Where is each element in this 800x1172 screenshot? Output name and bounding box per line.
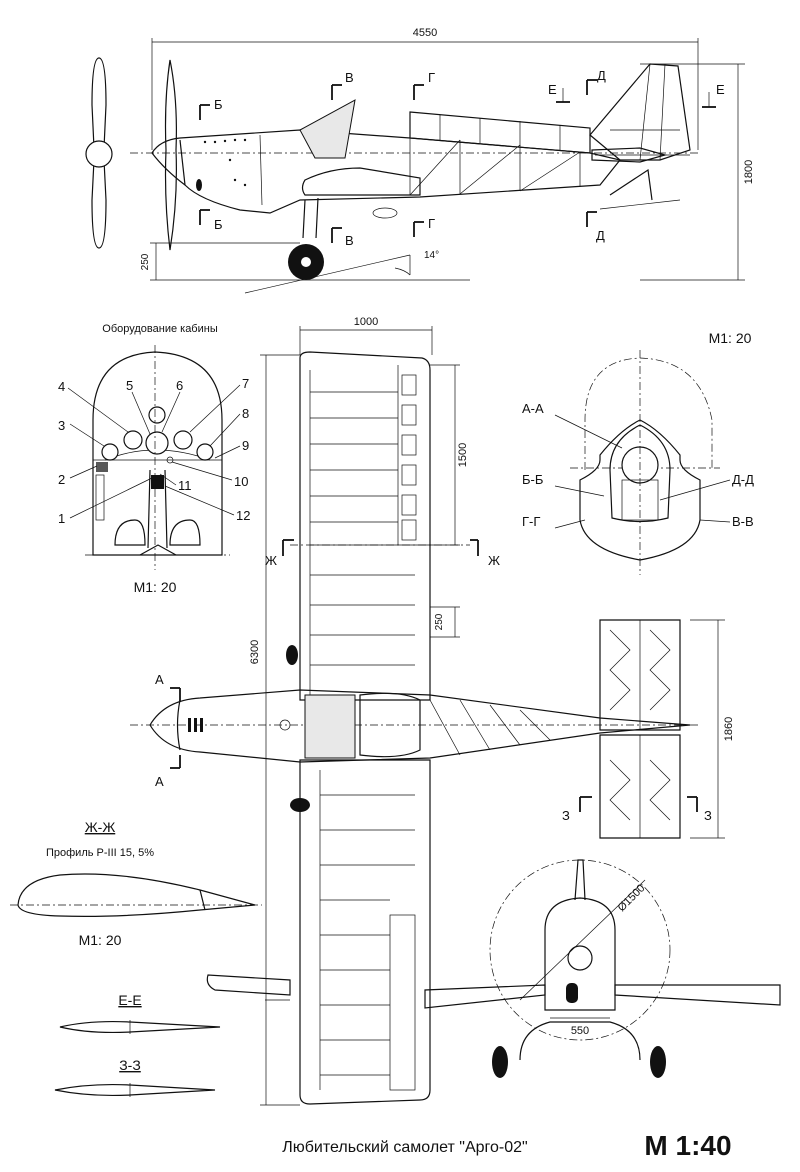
sec-zh-right: Ж bbox=[488, 553, 500, 568]
wing-profile: Ж-Ж Профиль Р-III 15, 5% М1: 20 Е-Е З-З bbox=[10, 819, 262, 1097]
dim-prop: Ø1500 bbox=[616, 882, 648, 914]
section-zz-title: З-З bbox=[119, 1057, 141, 1073]
callout-3: 3 bbox=[58, 418, 65, 433]
sec-g-top: Г bbox=[428, 70, 435, 85]
sec-e-left: Е bbox=[548, 82, 557, 97]
cockpit-equipment: Оборудование кабины 1 2 3 4 5 6 7 8 9 10 bbox=[58, 323, 250, 595]
sections-view: М1: 20 А-А Б-Б Г-Г Д-Д В-В bbox=[522, 330, 754, 575]
cockpit-title: Оборудование кабины bbox=[102, 323, 218, 335]
sec-v-top: В bbox=[345, 70, 354, 85]
callout-8: 8 bbox=[242, 406, 249, 421]
dim-stab: 1860 bbox=[723, 717, 735, 741]
profile-scale: М1: 20 bbox=[79, 932, 122, 948]
dim-aileron: 1500 bbox=[457, 443, 469, 467]
side-view: 4550 1800 250 14° bbox=[85, 27, 755, 294]
callout-9: 9 bbox=[242, 438, 249, 453]
dim-rib: 250 bbox=[434, 613, 445, 630]
sec-g-bottom: Г bbox=[428, 216, 435, 231]
callout-6: 6 bbox=[176, 378, 183, 393]
cockpit-callouts: 1 2 3 4 5 6 7 8 9 10 11 12 bbox=[58, 376, 250, 526]
dim-chord: 1000 bbox=[354, 316, 378, 328]
propeller-front-icon bbox=[85, 57, 113, 249]
drawing-title: Любительский самолет "Арго-02" bbox=[282, 1139, 527, 1156]
sec-b-top: Б bbox=[214, 97, 223, 112]
sections-view-labels: А-А Б-Б Г-Г Д-Д В-В bbox=[522, 401, 754, 529]
dim-clearance: 250 bbox=[140, 253, 151, 270]
sec-zh-left: Ж bbox=[265, 553, 277, 568]
dim-wingspan: 6300 bbox=[249, 640, 261, 664]
sec-d-top: Д bbox=[597, 68, 606, 83]
dim-angle: 14° bbox=[424, 250, 439, 261]
callout-2: 2 bbox=[58, 472, 65, 487]
profile-title: Ж-Ж bbox=[85, 819, 116, 835]
sec-e-right: Е bbox=[716, 82, 725, 97]
sec-d-bottom: Д bbox=[596, 228, 605, 243]
sec-a-bottom: А bbox=[155, 774, 164, 789]
sec-a-top: А bbox=[155, 672, 164, 687]
callout-12: 12 bbox=[236, 508, 250, 523]
section-ee-title: Е-Е bbox=[118, 992, 141, 1008]
callout-5: 5 bbox=[126, 378, 133, 393]
dim-height: 1800 bbox=[743, 160, 755, 184]
dim-length: 4550 bbox=[413, 27, 437, 39]
sec-b-bottom: Б bbox=[214, 217, 223, 232]
sections-scale: М1: 20 bbox=[709, 330, 752, 346]
front-view: 550 Ø1500 bbox=[424, 859, 781, 1078]
profile-subtitle: Профиль Р-III 15, 5% bbox=[46, 847, 154, 859]
callout-7: 7 bbox=[242, 376, 249, 391]
callout-11: 11 bbox=[178, 478, 192, 493]
label-bb: Б-Б bbox=[522, 472, 543, 487]
sec-z-left: З bbox=[562, 808, 570, 823]
dim-track: 550 bbox=[571, 1025, 589, 1037]
label-vv: В-В bbox=[732, 514, 754, 529]
cockpit-scale: М1: 20 bbox=[134, 579, 177, 595]
label-gg: Г-Г bbox=[522, 514, 540, 529]
callout-1: 1 bbox=[58, 511, 65, 526]
top-view: 1000 6300 1500 250 Ж bbox=[130, 316, 735, 1106]
label-dd: Д-Д bbox=[732, 472, 754, 487]
section-markers-side: Б Б В В Г Г Д Д Е Е bbox=[199, 68, 725, 248]
drawing-scale: М 1:40 bbox=[644, 1130, 731, 1161]
callout-10: 10 bbox=[234, 474, 248, 489]
callout-4: 4 bbox=[58, 379, 65, 394]
label-aa: А-А bbox=[522, 401, 544, 416]
sec-z-right: З bbox=[704, 808, 712, 823]
sec-v-bottom: В bbox=[345, 233, 354, 248]
title-block: Любительский самолет "Арго-02" М 1:40 bbox=[282, 1130, 731, 1161]
